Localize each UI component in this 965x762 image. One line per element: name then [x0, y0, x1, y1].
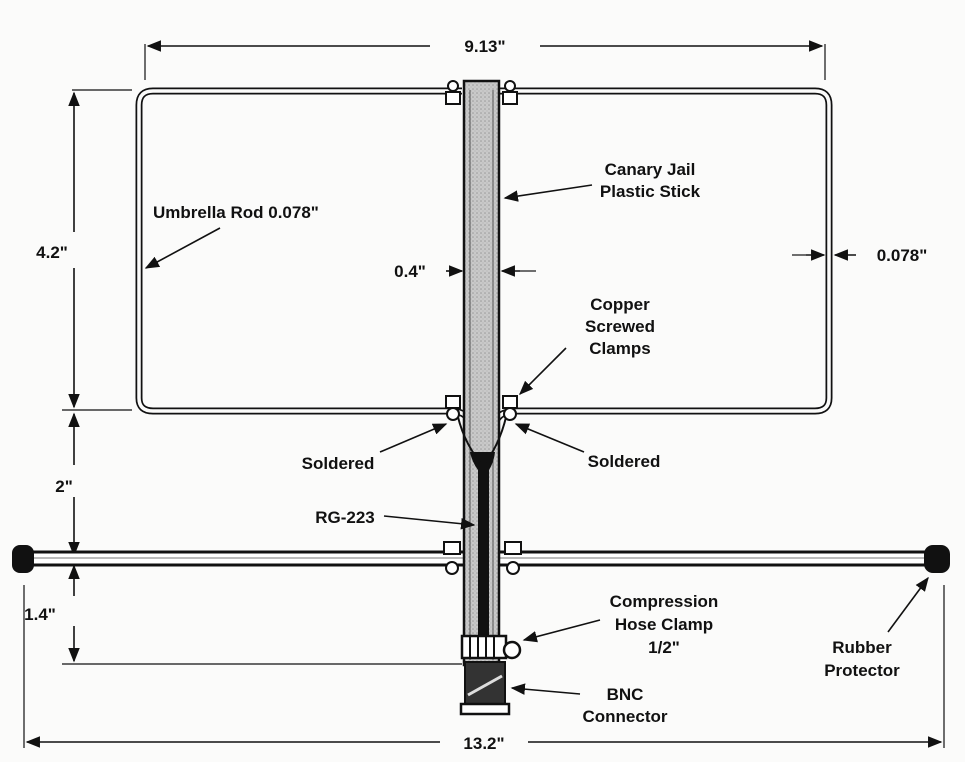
label-plastic-stick-line2: Plastic Stick [600, 182, 701, 201]
label-soldered-right: Soldered [514, 423, 661, 471]
dimension-rod-thickness-label: 0.078" [877, 246, 928, 265]
label-soldered-right-text: Soldered [588, 452, 661, 471]
label-rubber-line1: Rubber [832, 638, 892, 657]
label-bnc-line1: BNC [607, 685, 644, 704]
dimension-width-top: 9.13" [144, 37, 826, 80]
dimension-width-bottom-label: 13.2" [463, 734, 504, 753]
dimension-rod-thickness: 0.078" [792, 246, 927, 265]
clamp-mid-right [502, 395, 518, 421]
clamp-rod-left [443, 541, 461, 575]
label-plastic-stick-line1: Canary Jail [605, 160, 696, 179]
label-hose-clamp-line2: Hose Clamp [615, 615, 713, 634]
label-hose-clamp-line1: Compression [610, 592, 719, 611]
label-soldered-left: Soldered [302, 423, 448, 473]
clamp-mid-left [445, 395, 461, 421]
dimension-gap-height-label: 2" [55, 477, 73, 496]
rubber-protector-right [924, 545, 950, 573]
label-hose-clamp: Compression Hose Clamp 1/2" [522, 592, 719, 657]
label-bnc-line2: Connector [583, 707, 668, 726]
label-copper-clamps-line3: Clamps [589, 339, 650, 358]
hose-clamp [460, 634, 522, 660]
clamp-top-left [445, 80, 461, 105]
label-copper-clamps-line2: Screwed [585, 317, 655, 336]
label-umbrella-rod-text: Umbrella Rod 0.078" [153, 203, 319, 222]
bnc-connector [459, 661, 511, 716]
clamp-top-right [502, 80, 518, 105]
dimension-loop-height-label: 4.2" [36, 243, 68, 262]
dimension-lower-height-label: 1.4" [24, 605, 56, 624]
dimension-width-top-label: 9.13" [464, 37, 505, 56]
label-hose-clamp-line3: 1/2" [648, 638, 680, 657]
copper-clamps [443, 80, 522, 575]
dimension-gap-height: 2" [55, 412, 80, 557]
label-plastic-stick: Canary Jail Plastic Stick [503, 160, 701, 202]
label-coax-text: RG-223 [315, 508, 375, 527]
label-copper-clamps: Copper Screwed Clamps [518, 295, 655, 396]
clamp-rod-right [504, 541, 522, 575]
label-bnc: BNC Connector [510, 683, 668, 726]
label-rubber-line2: Protector [824, 661, 900, 680]
label-rubber: Rubber Protector [824, 576, 929, 680]
label-soldered-left-text: Soldered [302, 454, 375, 473]
label-copper-clamps-line1: Copper [590, 295, 650, 314]
dimension-width-bottom: 13.2" [23, 585, 945, 753]
label-umbrella-rod: Umbrella Rod 0.078" [144, 203, 319, 269]
label-coax: RG-223 [315, 508, 476, 530]
dimension-stick-width-label: 0.4" [394, 262, 426, 281]
dimension-loop-height: 4.2" [36, 89, 132, 411]
rubber-protector-left [12, 545, 34, 573]
dimension-lower-height: 1.4" [24, 564, 462, 665]
dimension-stick-width: 0.4" [394, 262, 536, 281]
